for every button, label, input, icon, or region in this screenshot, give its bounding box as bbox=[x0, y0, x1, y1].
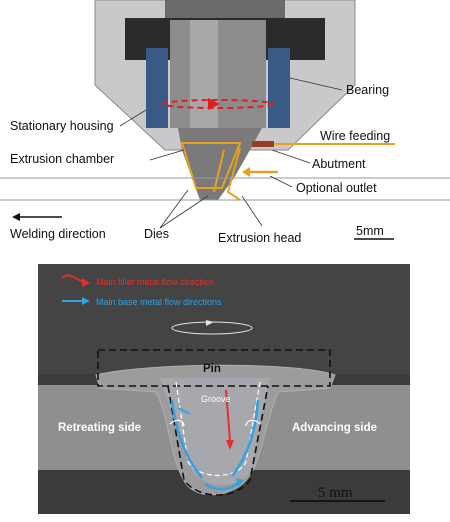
legend-red-arrowhead bbox=[82, 278, 90, 287]
label-retreating-side: Retreating side bbox=[58, 422, 141, 434]
tool-rotation-arrowhead bbox=[206, 320, 214, 326]
pin-dashed-outline bbox=[167, 385, 269, 496]
abutment bbox=[252, 141, 274, 147]
leader-housing bbox=[119, 109, 147, 127]
leader-dies-2 bbox=[159, 195, 209, 229]
filler-flow-arrowhead bbox=[226, 440, 234, 450]
optional-outlet-arrowhead bbox=[242, 167, 250, 177]
leader-extrusion-head bbox=[241, 195, 263, 227]
label-stationary-housing: Stationary housing bbox=[10, 119, 114, 133]
legend-red-text: Main filler metal flow direction bbox=[96, 277, 214, 287]
label-dies: Dies bbox=[144, 227, 169, 241]
base-flow-arrow-left bbox=[170, 399, 203, 479]
bearing-left bbox=[146, 48, 168, 128]
filler-flow-arrow bbox=[225, 389, 231, 441]
leader-bearing bbox=[289, 77, 343, 91]
label-advancing-side: Advancing side bbox=[292, 422, 377, 434]
leader-abutment bbox=[271, 149, 311, 164]
chamber-channel bbox=[213, 149, 225, 193]
label-optional-outlet: Optional outlet bbox=[296, 181, 377, 195]
pin-dashed-box bbox=[97, 349, 331, 387]
leader-outlet bbox=[269, 175, 293, 188]
label-bearing: Bearing bbox=[346, 83, 389, 97]
legend-blue-arrowhead bbox=[82, 297, 90, 305]
top-panel: Bearing Stationary housing Wire feeding … bbox=[0, 0, 450, 245]
label-welding-direction: Welding direction bbox=[10, 227, 106, 241]
welding-direction-arrowhead bbox=[12, 213, 20, 221]
rotation-arrowhead bbox=[208, 98, 220, 110]
base-flow-arrowhead-bottom bbox=[236, 478, 244, 487]
label-extrusion-head: Extrusion head bbox=[218, 231, 301, 245]
swirl-left bbox=[169, 419, 185, 427]
shaft-highlight bbox=[190, 20, 218, 128]
chamber-flow-arrow bbox=[226, 147, 241, 201]
label-groove: Groove bbox=[201, 394, 231, 404]
swirl-right bbox=[245, 419, 261, 427]
label-extrusion-chamber: Extrusion chamber bbox=[10, 152, 114, 166]
bottom-panel: Main filler metal flow direction Main ba… bbox=[38, 264, 410, 514]
label-abutment: Abutment bbox=[312, 157, 366, 171]
base-flow-arrow-right bbox=[231, 399, 260, 477]
rotation-indicator bbox=[162, 99, 274, 109]
bottom-scale-label: 5 mm bbox=[318, 485, 353, 501]
base-flow-arrow-upper bbox=[177, 407, 191, 415]
micrograph-top-region bbox=[38, 264, 410, 374]
legend-red-arrow bbox=[61, 274, 85, 283]
top-scale-label: 5mm bbox=[356, 224, 384, 238]
legend-blue-text: Main base metal flow directions bbox=[96, 297, 222, 307]
bearing-right bbox=[268, 48, 290, 128]
leader-extrusion-chamber bbox=[149, 149, 185, 161]
extrusion-chamber bbox=[180, 142, 242, 189]
leader-dies-1 bbox=[159, 189, 189, 229]
label-wire-feeding: Wire feeding bbox=[320, 129, 390, 143]
groove-dashed-outline bbox=[175, 381, 261, 476]
label-pin: Pin bbox=[203, 363, 221, 375]
top-collar bbox=[165, 0, 285, 18]
